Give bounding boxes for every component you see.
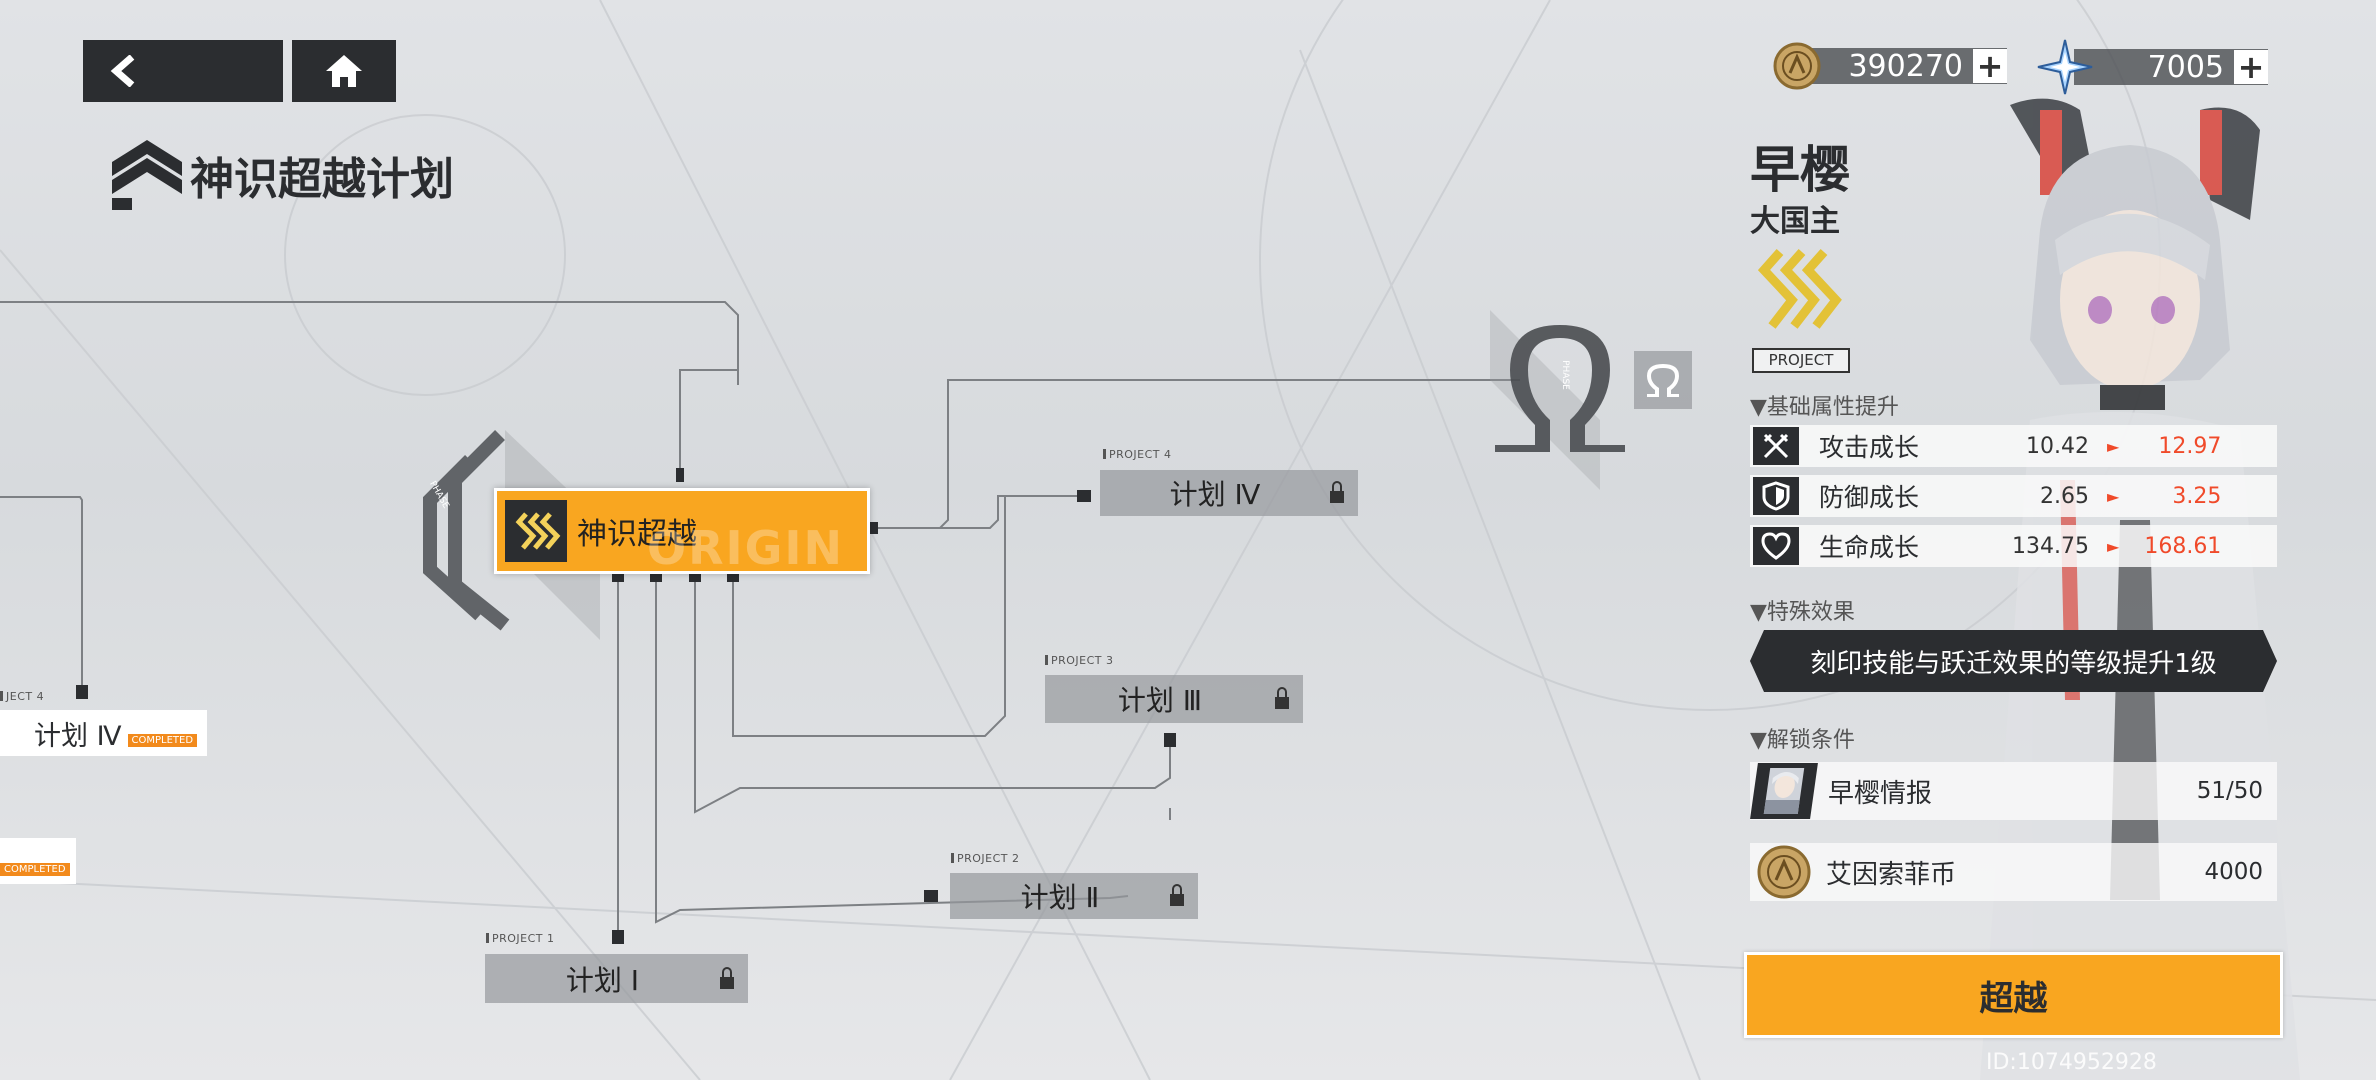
special-effect-text: 刻印技能与跃迁效果的等级提升1级 bbox=[1810, 648, 2217, 679]
page-title-text: 神识超越计划 bbox=[190, 154, 454, 205]
heart-icon bbox=[1753, 527, 1799, 565]
page-title: 神识超越计划 bbox=[112, 140, 454, 210]
condition-value: 4000 bbox=[2204, 859, 2263, 885]
left-project-4-label: 计划 Ⅳ bbox=[34, 720, 122, 752]
stat-new-value: 12.97 bbox=[2158, 433, 2222, 459]
condition-name: 艾因索菲币 bbox=[1826, 859, 1957, 890]
stat-name: 防御成长 bbox=[1819, 483, 1920, 512]
back-arrow-icon bbox=[110, 55, 135, 87]
gold-currency-value: 390270 bbox=[1848, 48, 1963, 84]
origin-watermark: ORIGIN bbox=[647, 521, 845, 575]
sss-project-emblem bbox=[1752, 246, 1848, 338]
home-button[interactable] bbox=[292, 40, 396, 102]
transcend-button[interactable]: 超越 bbox=[1744, 952, 2283, 1038]
project-emblem-label: PROJECT bbox=[1752, 348, 1850, 373]
stat-row-defense: 防御成长 2.65 ► 3.25 bbox=[1750, 475, 2277, 517]
lock-icon bbox=[1170, 884, 1184, 906]
omega-phase-label: PHASE bbox=[1559, 360, 1570, 390]
character-title: 大国主 bbox=[1750, 204, 1840, 239]
project-1-label: 计划 Ⅰ bbox=[565, 963, 640, 997]
gold-coin-icon bbox=[1773, 42, 1821, 90]
lock-icon bbox=[1275, 687, 1289, 709]
special-effect-box: 刻印技能与跃迁效果的等级提升1级 bbox=[1750, 630, 2277, 692]
lock-icon bbox=[720, 966, 734, 989]
gold-currency: 390270 + bbox=[1772, 41, 2007, 91]
add-crystal-button[interactable]: + bbox=[2234, 50, 2268, 84]
character-name: 早樱 bbox=[1750, 141, 1850, 199]
increase-arrow-icon: ► bbox=[2107, 536, 2120, 556]
project-3-label: 计划 Ⅲ bbox=[1117, 684, 1203, 717]
stat-row-hp: 生命成长 134.75 ► 168.61 bbox=[1750, 525, 2277, 567]
omega-phase-node[interactable] bbox=[1634, 351, 1692, 409]
condition-value: 51/50 bbox=[2196, 778, 2263, 804]
crystal-star-icon bbox=[2037, 39, 2093, 95]
left-project-tag: JECT 4 bbox=[0, 690, 44, 703]
project-2-label: 计划 Ⅱ bbox=[1020, 881, 1100, 914]
stat-row-attack: 攻击成长 10.42 ► 12.97 bbox=[1750, 425, 2277, 467]
left-project-4-node[interactable]: 计划 Ⅳ COMPLETED bbox=[0, 710, 207, 756]
crystal-currency-value: 7005 bbox=[2147, 49, 2224, 85]
defense-icon bbox=[1753, 477, 1799, 515]
lock-icon bbox=[1330, 481, 1344, 503]
unlock-conditions-header: ▼解锁条件 bbox=[1750, 728, 1855, 753]
home-icon bbox=[326, 55, 362, 87]
stat-old-value: 134.75 bbox=[2012, 533, 2089, 559]
special-effect-header: ▼特殊效果 bbox=[1750, 600, 1855, 625]
attack-icon bbox=[1753, 427, 1799, 465]
unlock-condition-intel: 早樱情报 51/50 bbox=[1750, 762, 2277, 820]
project-4-label: 计划 Ⅳ bbox=[1169, 478, 1261, 511]
base-stats-header: ▼基础属性提升 bbox=[1750, 395, 1899, 420]
stat-new-value: 3.25 bbox=[2172, 483, 2222, 509]
condition-name: 早樱情报 bbox=[1828, 778, 1933, 809]
project-4-tag: PROJECT 4 bbox=[1103, 448, 1172, 461]
user-id: ID:1074952928 bbox=[1986, 1050, 2157, 1075]
stat-old-value: 10.42 bbox=[2026, 433, 2089, 459]
gold-coin-icon bbox=[1757, 845, 1811, 899]
crystal-currency: 7005 + bbox=[2036, 38, 2268, 96]
left-completed-node[interactable]: COMPLETED bbox=[0, 838, 76, 884]
project-1-node[interactable]: 计划 Ⅰ bbox=[485, 954, 748, 1003]
completed-badge: COMPLETED bbox=[0, 862, 70, 876]
stat-name: 攻击成长 bbox=[1819, 433, 1920, 462]
unlock-condition-coins: 艾因索菲币 4000 bbox=[1750, 843, 2277, 901]
project-2-node[interactable]: 计划 Ⅱ bbox=[950, 873, 1198, 919]
completed-badge: COMPLETED bbox=[127, 733, 198, 747]
stat-name: 生命成长 bbox=[1819, 533, 1920, 562]
project-4-node[interactable]: 计划 Ⅳ bbox=[1100, 470, 1358, 516]
increase-arrow-icon: ► bbox=[2107, 436, 2120, 456]
back-button[interactable] bbox=[83, 40, 283, 102]
project-3-node[interactable]: 计划 Ⅲ bbox=[1045, 675, 1303, 723]
add-gold-button[interactable]: + bbox=[1973, 49, 2007, 83]
omega-icon bbox=[1647, 364, 1679, 397]
stat-new-value: 168.61 bbox=[2144, 533, 2222, 559]
project-1-tag: PROJECT 1 bbox=[486, 932, 555, 945]
current-phase-node[interactable]: 神识超越 ORIGIN bbox=[494, 488, 870, 575]
project-3-tag: PROJECT 3 bbox=[1045, 654, 1114, 667]
increase-arrow-icon: ► bbox=[2107, 486, 2120, 506]
project-2-tag: PROJECT 2 bbox=[951, 852, 1020, 865]
stat-old-value: 2.65 bbox=[2040, 483, 2089, 509]
sss-emblem-icon bbox=[505, 500, 567, 562]
transcend-button-label: 超越 bbox=[1979, 978, 2048, 1019]
character-card-icon bbox=[1750, 763, 1818, 819]
sss-emblem-icon bbox=[1757, 249, 1842, 329]
current-phase-label: 神识超越 bbox=[577, 517, 697, 552]
chevron-rank-icon bbox=[112, 140, 182, 210]
